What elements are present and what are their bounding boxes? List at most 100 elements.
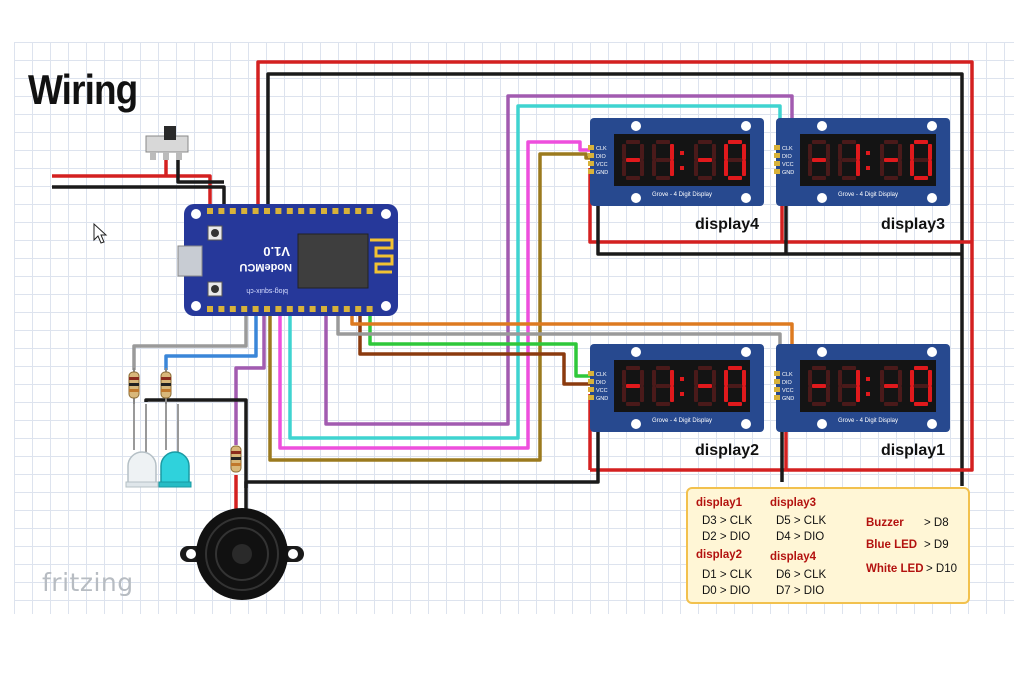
wire-brown-d2 bbox=[358, 314, 590, 386]
legend-display2-line2: D0 > DIO bbox=[702, 585, 751, 597]
legend-display3-line1: D5 > CLK bbox=[776, 515, 827, 527]
pin-legend: display1 D3 > CLK D2 > DIO display2 D1 >… bbox=[686, 487, 970, 604]
module-caption: Grove - 4 Digit Display bbox=[652, 192, 712, 198]
header-pins-bottom bbox=[207, 306, 373, 312]
legend-display2-line1: D1 > CLK bbox=[702, 569, 753, 581]
module-pin-label: GND bbox=[596, 170, 608, 176]
display-label-display4: display4 bbox=[695, 216, 759, 233]
resistor-buzzer bbox=[230, 445, 242, 473]
module-pin-label: DIO bbox=[596, 154, 607, 160]
header-pin bbox=[207, 208, 213, 214]
header-pin bbox=[321, 306, 327, 312]
legend-blue-led-pin: > D9 bbox=[924, 539, 949, 551]
blue-led bbox=[158, 451, 192, 488]
module-caption: Grove - 4 Digit Display bbox=[838, 418, 898, 424]
header-pin bbox=[309, 306, 316, 312]
legend-display4-line2: D7 > DIO bbox=[776, 585, 825, 597]
display-label-display3: display3 bbox=[881, 216, 945, 233]
wire-red-right-return bbox=[590, 240, 974, 472]
header-pin bbox=[264, 208, 270, 214]
header-pin bbox=[286, 208, 293, 214]
page-title: Wiring bbox=[28, 66, 138, 113]
module-pin-label: GND bbox=[782, 396, 794, 402]
module-pin-label: GND bbox=[596, 396, 608, 402]
module-pin-label: VCC bbox=[596, 388, 608, 394]
header-pin bbox=[207, 306, 213, 312]
header-pin bbox=[355, 208, 362, 214]
wire-black-gnd-bottom bbox=[244, 402, 600, 488]
wire-red-switch bbox=[52, 174, 212, 212]
display-modules: CLK DIO VCC GND Grove - 4 Digit Display displ… bbox=[588, 118, 950, 459]
legend-display4-title: display4 bbox=[770, 551, 817, 563]
board-model-label: V1.0 bbox=[263, 244, 290, 259]
header-pin bbox=[275, 306, 282, 312]
module-pin-label: VCC bbox=[782, 162, 794, 168]
display-module-display3: CLK DIO VCC GND Grove - 4 Digit Display displ… bbox=[774, 118, 950, 233]
wire-black-switch bbox=[52, 185, 226, 212]
module-pin-label: CLK bbox=[782, 372, 793, 378]
module-pin-label: DIO bbox=[782, 380, 793, 386]
header-pin bbox=[366, 306, 373, 312]
legend-display3-title: display3 bbox=[770, 497, 817, 509]
legend-buzzer-pin: > D8 bbox=[924, 517, 949, 529]
header-pin bbox=[241, 306, 248, 312]
legend-buzzer-label: Buzzer bbox=[866, 517, 904, 529]
wire-red-top-bus bbox=[256, 60, 974, 240]
display-label-display2: display2 bbox=[695, 442, 759, 459]
module-pin-label: DIO bbox=[596, 380, 607, 386]
header-pin bbox=[241, 208, 248, 214]
header-pin bbox=[286, 306, 293, 312]
white-led bbox=[125, 451, 159, 488]
header-pin bbox=[229, 306, 236, 312]
wire-black-led-gnd bbox=[144, 398, 248, 488]
header-pin bbox=[332, 306, 339, 312]
wire-black-switch-lead bbox=[176, 158, 224, 184]
wire-blue-led bbox=[164, 314, 258, 370]
wire-purple-buzzer bbox=[234, 314, 266, 445]
display-label-display1: display1 bbox=[881, 442, 945, 459]
module-caption: Grove - 4 Digit Display bbox=[838, 192, 898, 198]
resistor-blue-led bbox=[160, 368, 172, 404]
wire-black-top-bus bbox=[266, 72, 964, 486]
header-pin bbox=[229, 208, 236, 214]
slide-switch bbox=[145, 126, 189, 160]
header-pin bbox=[355, 306, 362, 312]
header-pins-top bbox=[207, 208, 373, 214]
wire-magenta-d4 bbox=[278, 140, 590, 450]
legend-blue-led-label: Blue LED bbox=[866, 539, 918, 551]
header-pin bbox=[298, 306, 305, 312]
nodemcu-board: V1.0 NodeMCU blog-squix-ch bbox=[177, 204, 398, 316]
module-pin-label: CLK bbox=[596, 372, 607, 378]
legend-display4-line1: D6 > CLK bbox=[776, 569, 827, 581]
wire-olive-d4 bbox=[268, 152, 590, 462]
piezo-buzzer bbox=[180, 508, 304, 600]
legend-display3-line2: D4 > DIO bbox=[776, 531, 825, 543]
legend-display1-line2: D2 > DIO bbox=[702, 531, 751, 543]
legend-white-led-pin: > D10 bbox=[926, 563, 958, 575]
legend-white-led-label: White LED bbox=[866, 563, 924, 575]
header-pin bbox=[343, 208, 350, 214]
module-pin-label: GND bbox=[782, 170, 794, 176]
legend-display1-line1: D3 > CLK bbox=[702, 515, 753, 527]
wire-gray-white-led bbox=[132, 314, 248, 370]
header-pin bbox=[309, 208, 316, 214]
module-pin-label: CLK bbox=[782, 146, 793, 152]
legend-display1-title: display1 bbox=[696, 497, 743, 509]
header-pin bbox=[332, 208, 339, 214]
module-pin-label: VCC bbox=[782, 388, 794, 394]
header-pin bbox=[218, 208, 225, 214]
fritzing-watermark: fritzing bbox=[42, 568, 134, 597]
module-pin-label: CLK bbox=[596, 146, 607, 152]
module-pin-label: DIO bbox=[782, 154, 793, 160]
module-pin-label: VCC bbox=[596, 162, 608, 168]
header-pin bbox=[252, 208, 259, 214]
header-pin bbox=[218, 306, 225, 312]
legend-display2-title: display2 bbox=[696, 549, 743, 561]
display-module-display1: CLK DIO VCC GND Grove - 4 Digit Display displ… bbox=[774, 344, 950, 459]
resistor-white-led bbox=[128, 368, 140, 404]
header-pin bbox=[275, 208, 282, 214]
header-pin bbox=[298, 208, 305, 214]
display-module-display4: CLK DIO VCC GND Grove - 4 Digit Display displ… bbox=[588, 118, 764, 233]
